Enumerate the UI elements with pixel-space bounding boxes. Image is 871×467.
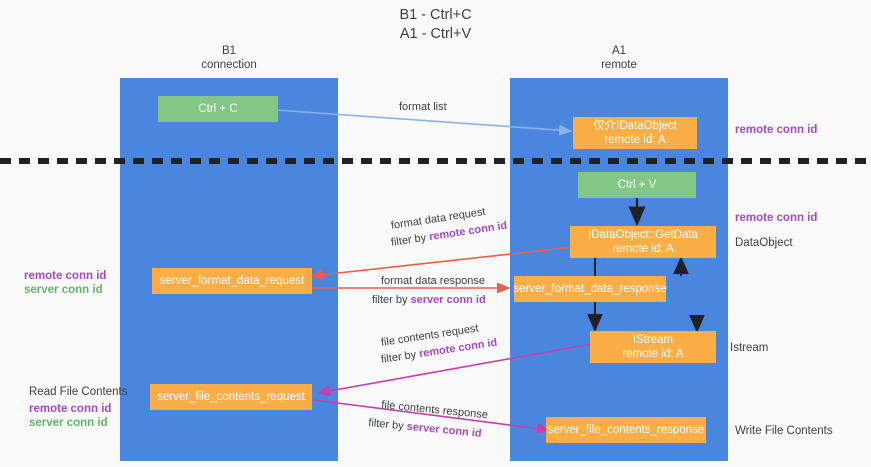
node-server-file-contents-response-label: server_file_contents_response [547,424,705,436]
node-idataobject-getdata[interactable]: IDataObject::GetData remote id: A [570,226,716,258]
annotation-left-remote-conn-mid: remote conn id [24,270,107,282]
node-server-format-data-request[interactable]: server_format_data_request [152,268,312,294]
annotation-left-remote-conn-bottom: remote conn id [29,403,112,415]
edge-label-format-data-response-line2: filter by server conn id [372,293,486,307]
node-server-format-data-request-label: server_format_data_request [159,275,305,287]
node-ctrl-c[interactable]: Ctrl + C [158,96,278,122]
node-ctrl-c-label: Ctrl + C [198,103,238,115]
node-server-format-data-response-label: server_format_data_response [513,283,667,295]
edge-label-format-data-response: format data response filter by server co… [372,274,486,307]
edge-label-file-contents-response: file contents response filter by server … [368,398,489,440]
page-title: B1 - Ctrl+C A1 - Ctrl+V [0,6,871,44]
column-header-b1-role: connection [201,59,257,71]
edge-label-format-list: format list [399,100,447,114]
annotation-right-write-file-contents: Write File Contents [735,425,833,437]
column-header-a1: A1 remote [510,44,728,72]
edge-filter-key-2: server conn id [410,294,486,306]
annotation-right-dataobject: DataObject [735,237,793,249]
edge-filter-prefix-4: filter by [367,416,408,433]
node-server-file-contents-request-label: server_file_contents_request [157,391,305,403]
annotation-right-remote-conn-top: remote conn id [735,124,818,136]
node-idataobject-line2: remote id: A [604,134,666,146]
edge-filter-prefix-2: filter by [372,294,411,306]
node-ctrl-v[interactable]: Ctrl + V [578,172,696,198]
node-ctrl-v-label: Ctrl + V [617,179,657,191]
title-line-1: B1 - Ctrl+C [399,7,472,23]
column-header-a1-role: remote [601,59,637,71]
column-header-a1-name: A1 [611,45,627,57]
column-header-b1: B1 connection [120,44,338,72]
node-istream-line1: IStream [632,334,674,346]
edge-label-format-data-request: format data request filter by remote con… [390,206,508,250]
node-idataobject-line1: 仅介IDataObject [593,120,677,132]
annotation-right-istream: Istream [730,342,769,354]
node-istream-line2: remote id: A [622,348,684,360]
edge-filter-prefix-3: filter by [380,348,421,366]
annotation-left-server-conn-bottom: server conn id [29,417,108,429]
edge-label-format-data-response-line1: format data response [381,275,485,287]
node-idataobject-getdata-line1: IDataObject::GetData [588,229,698,241]
node-idataobject-getdata-line2: remote id: A [612,243,674,255]
annotation-left-read-file-contents: Read File Contents [29,386,128,398]
edge-filter-key-4: server conn id [406,420,483,440]
node-server-file-contents-request[interactable]: server_file_contents_request [150,384,312,410]
annotation-right-remote-conn-mid: remote conn id [735,212,818,224]
node-istream[interactable]: IStream remote id: A [590,331,716,363]
annotation-left-server-conn-mid: server conn id [24,284,103,296]
title-line-2: A1 - Ctrl+V [399,26,472,42]
edge-filter-prefix-1: filter by [390,231,431,249]
node-server-format-data-response[interactable]: server_format_data_response [513,276,667,302]
node-idataobject[interactable]: 仅介IDataObject remote id: A [573,117,697,149]
edge-label-file-contents-request: file contents request filter by remote c… [380,322,498,367]
column-header-b1-name: B1 [221,45,237,57]
node-server-file-contents-response[interactable]: server_file_contents_response [546,417,706,443]
edge-label-format-list-text: format list [399,101,447,113]
